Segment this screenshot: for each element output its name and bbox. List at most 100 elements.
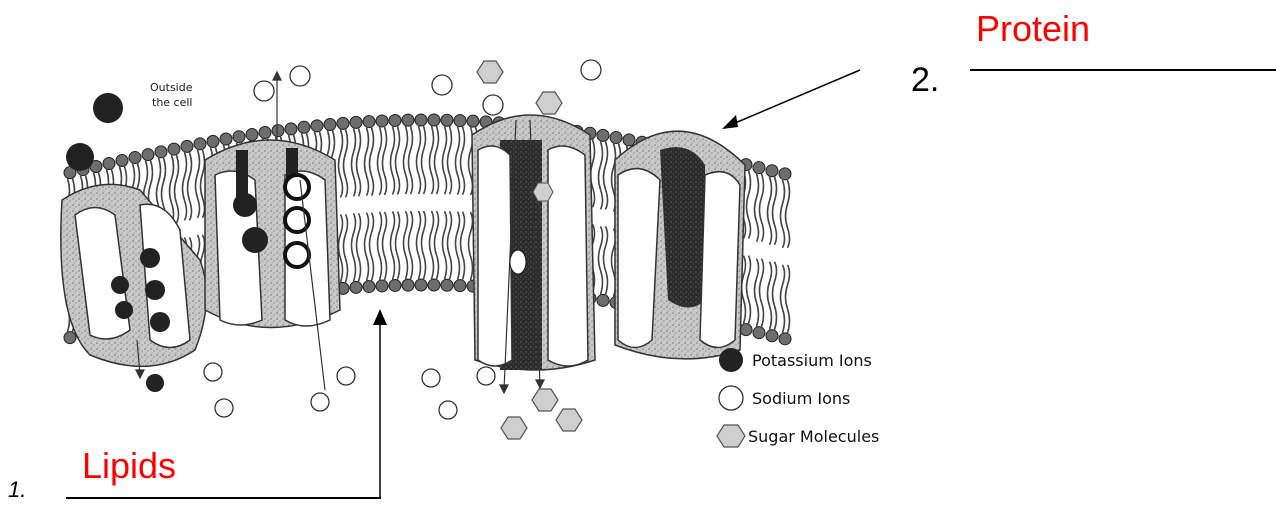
lipid-head bbox=[441, 279, 453, 291]
outside-cell-label: Outside bbox=[150, 81, 193, 94]
lipid-head bbox=[181, 140, 193, 152]
lipid-head bbox=[220, 133, 232, 145]
lipid-head bbox=[415, 279, 427, 291]
lipid-tail bbox=[404, 211, 408, 279]
lipid-head bbox=[467, 115, 479, 127]
lipid-tail bbox=[443, 211, 447, 279]
lipid-head bbox=[168, 143, 180, 155]
lipid-head bbox=[350, 116, 362, 128]
lipid-tail bbox=[370, 213, 374, 281]
lipid-tail bbox=[183, 152, 187, 220]
lipid-head bbox=[233, 131, 245, 143]
lipid-tail bbox=[604, 141, 608, 209]
lipid-head bbox=[324, 119, 336, 131]
lipid-head bbox=[272, 125, 284, 137]
lipid-head bbox=[402, 114, 414, 126]
channel-protein-sodium bbox=[205, 140, 340, 328]
sodium-ion-icon bbox=[719, 386, 743, 410]
pointer-arrow-protein bbox=[728, 70, 860, 126]
lipid-tail bbox=[383, 212, 387, 280]
lipid-tail bbox=[430, 126, 434, 194]
lipid-tail bbox=[352, 128, 356, 196]
lipid-head bbox=[623, 134, 635, 146]
lipid-tail bbox=[755, 174, 759, 242]
lipid-head bbox=[389, 114, 401, 126]
lipid-tail bbox=[396, 211, 400, 279]
lipid-tail bbox=[456, 127, 460, 195]
lipid-tail bbox=[773, 177, 777, 245]
lipid-tail bbox=[188, 152, 192, 220]
lipid-head bbox=[142, 149, 154, 161]
lipid-tail bbox=[344, 214, 348, 282]
lipid-tail bbox=[461, 212, 465, 280]
lipid-head bbox=[753, 162, 765, 174]
channel-protein-sugar bbox=[472, 115, 595, 370]
lipid-head bbox=[285, 123, 297, 135]
answer-protein: Protein bbox=[976, 8, 1090, 49]
lipid-head bbox=[103, 157, 115, 169]
lipid-head bbox=[363, 116, 375, 128]
legend-potassium-label: Potassium Ions bbox=[752, 351, 872, 370]
lipid-head bbox=[350, 281, 362, 293]
legend-sodium-label: Sodium Ions bbox=[752, 389, 850, 408]
lipid-head bbox=[64, 332, 76, 344]
lipid-head bbox=[363, 281, 375, 293]
lipid-tail bbox=[469, 212, 473, 280]
sugar-molecule-icon bbox=[717, 425, 745, 447]
lipid-head bbox=[454, 280, 466, 292]
lipid-tail bbox=[599, 226, 603, 294]
lipid-tail bbox=[435, 126, 439, 194]
answer-lipids: Lipids bbox=[82, 445, 176, 486]
lipid-tail bbox=[422, 211, 426, 279]
outside-cell-label-line2: the cell bbox=[152, 96, 192, 109]
lipid-head bbox=[298, 121, 310, 133]
lipid-head bbox=[311, 120, 323, 132]
lipid-head bbox=[740, 324, 752, 336]
lipid-head bbox=[441, 114, 453, 126]
lipid-tail bbox=[755, 259, 759, 327]
arrowhead-lipids bbox=[373, 309, 387, 325]
lipid-tail bbox=[383, 127, 387, 195]
lipid-tail bbox=[448, 211, 452, 279]
lipid-tail bbox=[760, 259, 764, 327]
lipid-tail bbox=[786, 180, 790, 248]
lipid-tail bbox=[786, 265, 790, 333]
lipid-tail bbox=[760, 174, 764, 242]
lipid-tail bbox=[747, 171, 751, 239]
lipid-tail bbox=[352, 213, 356, 281]
lipid-head bbox=[155, 146, 167, 158]
lipid-head bbox=[597, 294, 609, 306]
lipid-head bbox=[454, 115, 466, 127]
lipid-head bbox=[337, 117, 349, 129]
lipid-head bbox=[246, 129, 258, 141]
lipid-tail bbox=[344, 129, 348, 197]
lipid-tail bbox=[396, 126, 400, 194]
lipid-head bbox=[207, 135, 219, 147]
lipid-tail bbox=[370, 128, 374, 196]
lipid-tail bbox=[391, 211, 395, 279]
lipid-tail bbox=[448, 126, 452, 194]
lipid-tail bbox=[461, 127, 465, 195]
lipid-tail bbox=[435, 211, 439, 279]
lipid-head bbox=[428, 114, 440, 126]
lipid-head bbox=[753, 327, 765, 339]
lipid-tail bbox=[339, 129, 343, 197]
lipid-tail bbox=[430, 211, 434, 279]
lipid-head bbox=[779, 168, 791, 180]
lipid-tail bbox=[781, 180, 785, 248]
lipid-tail bbox=[747, 256, 751, 324]
lipid-tail bbox=[175, 155, 179, 223]
lipid-tail bbox=[404, 126, 408, 194]
lipid-tail bbox=[365, 128, 369, 196]
lipid-head bbox=[194, 138, 206, 150]
lipid-tail bbox=[768, 177, 772, 245]
lipid-head bbox=[129, 152, 141, 164]
lipid-tail bbox=[456, 212, 460, 280]
lipid-tail bbox=[409, 211, 413, 279]
lipid-tail bbox=[422, 126, 426, 194]
lipid-tail bbox=[604, 226, 608, 294]
lipid-tail bbox=[599, 141, 603, 209]
lipid-head bbox=[766, 165, 778, 177]
lipid-tail bbox=[170, 155, 174, 223]
